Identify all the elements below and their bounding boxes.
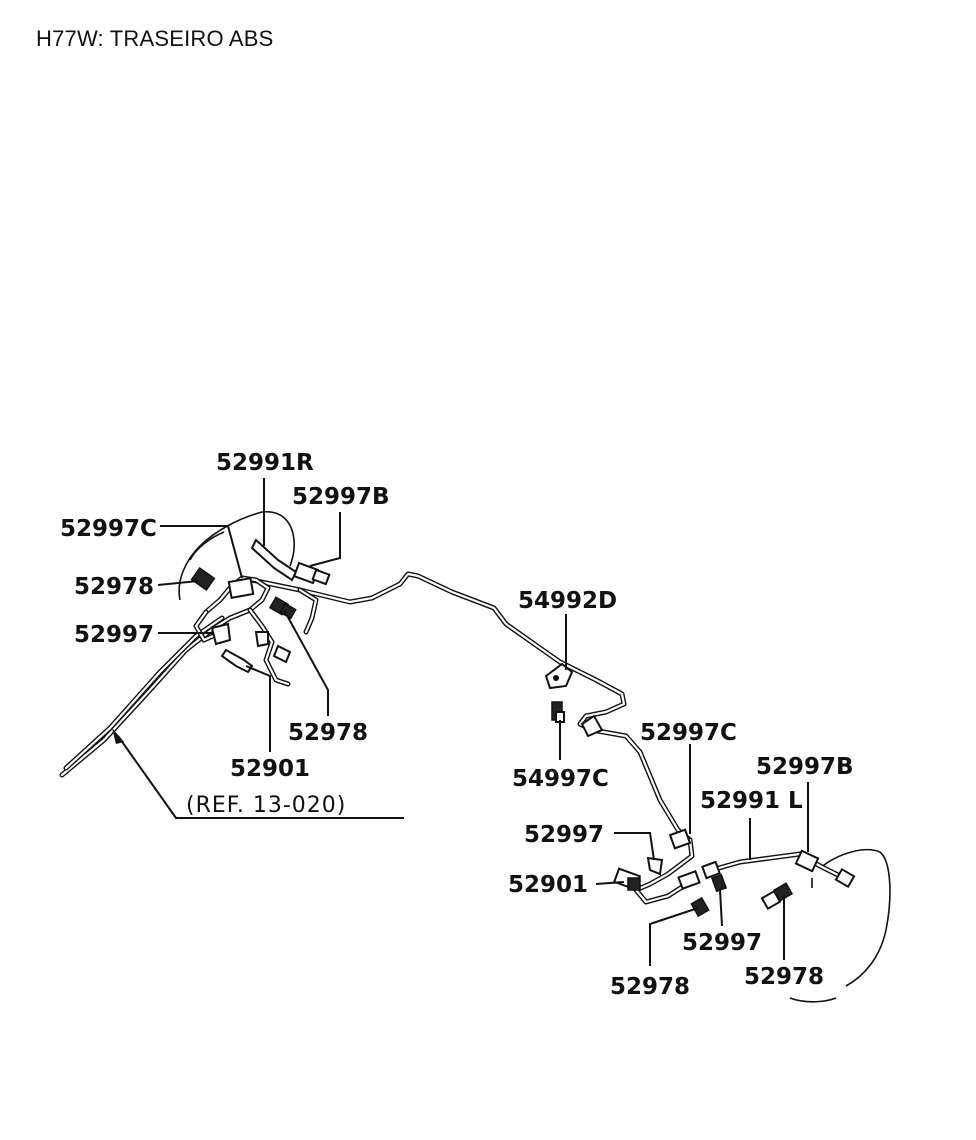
page-title: H77W: TRASEIRO ABS xyxy=(36,26,274,51)
brake-drum-outline xyxy=(178,511,295,601)
bolt-icon xyxy=(551,701,565,723)
part-label-52978[interactable]: 52978 xyxy=(610,974,690,1000)
brake-hose-icon xyxy=(250,538,298,582)
pipe-bracket-icon xyxy=(544,662,574,690)
part-label-52901[interactable]: 52901 xyxy=(230,756,310,782)
pipe-bracket-icon xyxy=(580,714,604,738)
pipe-clip-icon xyxy=(292,561,331,586)
part-label-52997C[interactable]: 52997C xyxy=(60,516,157,542)
part-labels: 52991R 52997B 52997C 52978 52997 52978 5… xyxy=(60,450,854,1000)
part-label-54997C[interactable]: 54997C xyxy=(512,766,609,792)
part-label-52997B[interactable]: 52997B xyxy=(292,484,390,510)
pipe-clip-icon xyxy=(794,849,820,888)
pipe-clip-icon xyxy=(668,828,692,850)
pipe-clip-icon xyxy=(646,856,664,876)
part-label-52997B[interactable]: 52997B xyxy=(756,754,854,780)
brake-drum-outline-right xyxy=(789,848,891,1003)
part-label-52997[interactable]: 52997 xyxy=(74,622,154,648)
part-label-52978[interactable]: 52978 xyxy=(288,720,368,746)
part-label-54992D[interactable]: 54992D xyxy=(518,588,617,614)
bolt-icon xyxy=(268,596,297,620)
part-label-52997[interactable]: 52997 xyxy=(682,930,762,956)
part-label-52978[interactable]: 52978 xyxy=(744,964,824,990)
brake-hose-icon xyxy=(220,644,292,674)
pipe-union-icon xyxy=(612,867,701,891)
brake-drum-outline-inner xyxy=(189,531,225,561)
brake-pipe-icon xyxy=(59,571,695,905)
part-label-52997C[interactable]: 52997C xyxy=(640,720,737,746)
part-label-52901[interactable]: 52901 xyxy=(508,872,588,898)
pipe-clip-icon xyxy=(210,622,269,648)
pipe-union-icon xyxy=(190,567,255,599)
part-label-52978[interactable]: 52978 xyxy=(74,574,154,600)
brake-hose-icon xyxy=(701,851,856,889)
part-label-52997[interactable]: 52997 xyxy=(524,822,604,848)
part-label-52991R[interactable]: 52991R xyxy=(216,450,314,476)
leader-lines xyxy=(112,478,809,966)
part-label-52991L[interactable]: 52991 L xyxy=(700,788,803,814)
bolt-icon xyxy=(690,873,794,918)
reference-label[interactable]: (REF. 13-020) xyxy=(186,793,346,818)
